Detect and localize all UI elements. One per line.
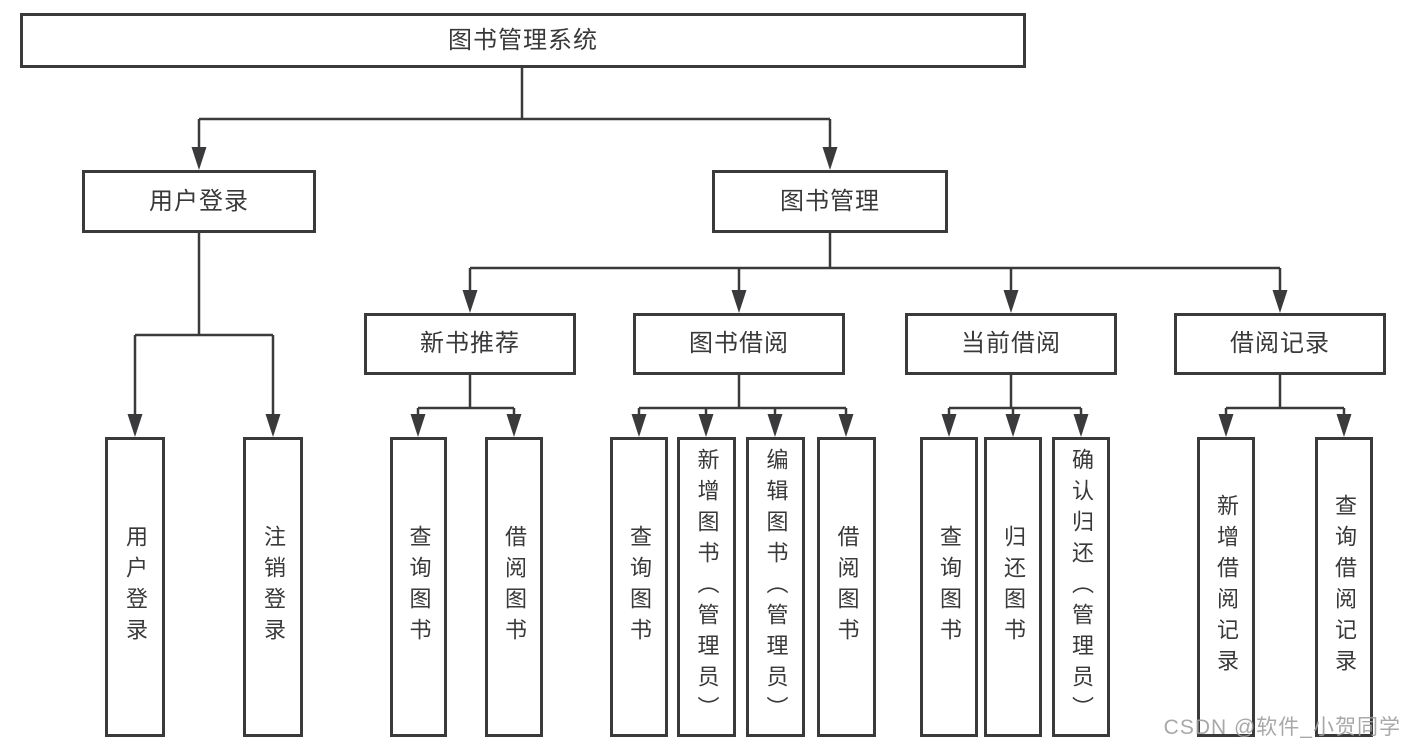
- leaf-query-books-recommend: 查询图书: [390, 437, 447, 737]
- leaf-logout-label: 注销登录: [261, 525, 286, 649]
- leaf-edit-books-admin-label: 编辑图书（管理员）: [763, 447, 789, 727]
- node-borrowing-records-label: 借阅记录: [1230, 330, 1330, 357]
- leaf-edit-books-admin: 编辑图书（管理员）: [746, 437, 805, 737]
- node-root-label: 图书管理系统: [448, 26, 598, 54]
- node-book-management-label: 图书管理: [780, 187, 880, 215]
- leaf-query-books-current-label: 查询图书: [937, 525, 962, 649]
- node-current-borrowing-label: 当前借阅: [961, 330, 1061, 357]
- leaf-borrow-books-borrowing: 借阅图书: [817, 437, 876, 737]
- node-book-borrowing: 图书借阅: [633, 313, 845, 375]
- node-user-login: 用户登录: [82, 170, 316, 233]
- csdn-watermark: CSDN @软件_小贺同学: [1163, 716, 1401, 739]
- leaf-query-books-current: 查询图书: [920, 437, 978, 737]
- node-borrowing-records: 借阅记录: [1174, 313, 1386, 375]
- leaf-add-borrow-record-label: 新增借阅记录: [1214, 494, 1239, 680]
- node-root: 图书管理系统: [20, 13, 1026, 68]
- node-book-management: 图书管理: [712, 170, 948, 233]
- leaf-query-books-borrowing-label: 查询图书: [627, 525, 652, 649]
- node-new-book-recommend-label: 新书推荐: [420, 330, 520, 357]
- leaf-query-borrow-record-label: 查询借阅记录: [1332, 494, 1357, 680]
- leaf-logout: 注销登录: [243, 437, 303, 737]
- leaf-query-books-recommend-label: 查询图书: [406, 525, 432, 649]
- node-book-borrowing-label: 图书借阅: [689, 330, 789, 357]
- leaf-borrow-books-borrowing-label: 借阅图书: [834, 525, 860, 649]
- leaf-add-borrow-record: 新增借阅记录: [1197, 437, 1255, 737]
- leaf-confirm-return-admin: 确认归还（管理员）: [1052, 437, 1110, 737]
- leaf-borrow-books-recommend-label: 借阅图书: [502, 525, 527, 649]
- leaf-confirm-return-admin-label: 确认归还（管理员）: [1069, 447, 1094, 727]
- node-user-login-label: 用户登录: [149, 187, 249, 215]
- leaf-query-books-borrowing: 查询图书: [610, 437, 668, 737]
- leaf-return-books-label: 归还图书: [1001, 525, 1026, 649]
- node-new-book-recommend: 新书推荐: [364, 313, 576, 375]
- leaf-query-borrow-record: 查询借阅记录: [1315, 437, 1373, 737]
- node-current-borrowing: 当前借阅: [905, 313, 1117, 375]
- leaf-user-login-label: 用户登录: [123, 525, 148, 649]
- arrowheads: [127, 147, 1352, 437]
- leaf-add-books-admin: 新增图书（管理员）: [677, 437, 736, 737]
- leaf-return-books: 归还图书: [984, 437, 1042, 737]
- leaf-borrow-books-recommend: 借阅图书: [485, 437, 543, 737]
- leaf-add-books-admin-label: 新增图书（管理员）: [694, 447, 720, 727]
- leaf-user-login: 用户登录: [105, 437, 165, 737]
